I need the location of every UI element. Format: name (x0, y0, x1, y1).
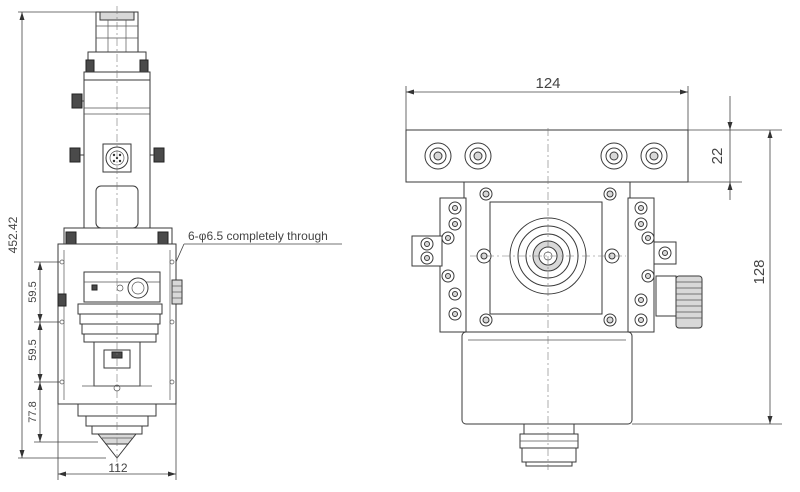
hole-note: 6-φ6.5 completely through (188, 229, 328, 243)
front-view-dimensions: 452.42 59.5 59.5 77.8 112 6-φ6.5 complet… (6, 11, 342, 480)
dim-section-2: 59.5 (27, 339, 39, 360)
front-view (57, 6, 183, 468)
screw-right-1 (153, 147, 165, 163)
dim-bottom-width: 112 (108, 461, 127, 475)
middle-flange (63, 227, 173, 245)
dim-side-height: 128 (751, 259, 768, 284)
side-view (405, 128, 703, 470)
left-rail-fittings (411, 201, 462, 321)
top-plate-fittings (424, 142, 668, 170)
adjust-knob-front (127, 277, 149, 299)
side-view-dimensions: 124 22 128 (405, 75, 782, 425)
dim-overall-height: 452.42 (6, 216, 20, 253)
adjustment-knob (675, 275, 703, 329)
dim-top-width: 124 (535, 75, 560, 92)
right-side-rail (627, 197, 655, 333)
dim-section-3: 77.8 (27, 401, 39, 422)
right-rail-fittings (634, 201, 677, 327)
screw-left-1 (71, 93, 83, 109)
dim-section-1: 59.5 (27, 281, 39, 302)
knob-base (655, 275, 677, 317)
lower-housing (461, 331, 633, 425)
screw-left-2 (69, 147, 81, 163)
dim-top-plate-height: 22 (709, 148, 726, 165)
nozzle-collar (523, 423, 575, 435)
